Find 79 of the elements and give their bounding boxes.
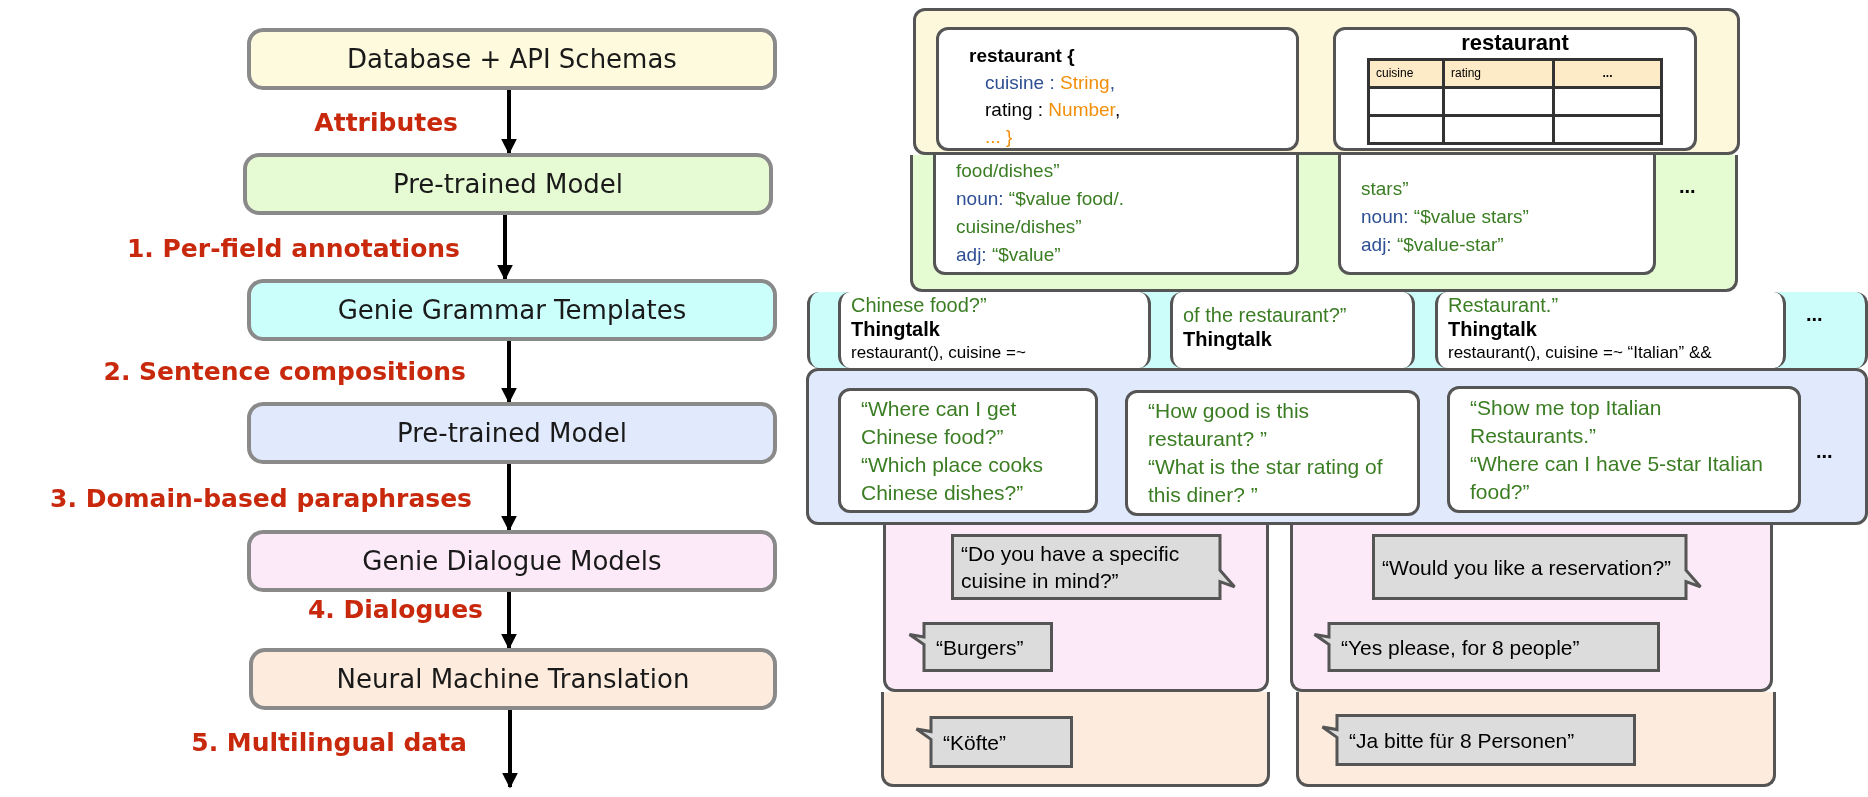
stacked-panel <box>883 525 1269 692</box>
column-header: rating <box>1445 61 1555 89</box>
annotation-line: adj: “$value” <box>956 243 1061 267</box>
stacked-panel <box>806 368 1868 525</box>
ellipsis: ... <box>1806 304 1823 324</box>
code-line: ... } <box>985 125 1013 149</box>
process-box: Pre-trained Model <box>247 402 777 464</box>
section-heading: Thingtalk <box>1183 327 1272 351</box>
annotation-line: adj: “$value-star” <box>1361 233 1504 257</box>
stacked-panel <box>910 155 1738 292</box>
ellipsis: ... <box>1679 176 1696 196</box>
edge-label: 2. Sentence compositions <box>103 356 466 388</box>
schema-card <box>936 27 1299 151</box>
paraphrase-text: “Where can I have 5-star Italian food?” <box>1470 450 1764 505</box>
speech-bubble <box>1372 534 1702 600</box>
code-line: restaurant { <box>969 44 1075 68</box>
code-line: restaurant(), cuisine =~ “Italian” && <box>1448 342 1712 364</box>
ellipsis: ... <box>1816 441 1833 461</box>
paraphrase-text: “Show me top Italian Restaurants.” <box>1470 394 1663 449</box>
example-card <box>838 292 1151 368</box>
code-line: cuisine : String, <box>985 71 1115 95</box>
speech-bubble <box>1321 714 1636 766</box>
edge-label: 4. Dialogues <box>307 594 483 626</box>
example-card <box>1170 292 1415 368</box>
table-card <box>1333 27 1697 151</box>
example-card <box>1435 292 1786 368</box>
code-line: restaurant(), cuisine =~ <box>851 342 1026 364</box>
section-heading: Thingtalk <box>851 317 940 341</box>
edge-label: Attributes <box>314 107 458 139</box>
paraphrase-text: “Which place cooks Chinese dishes?” <box>861 451 1045 506</box>
arrow <box>501 90 517 155</box>
paraphrase-text: “Where can I get Chinese food?” <box>861 395 1018 450</box>
process-box: Genie Dialogue Models <box>247 530 777 592</box>
edge-label: 1. Per-field annotations <box>126 233 460 265</box>
bubble-text: “Do you have a specific cuisine in mind?” <box>961 541 1181 594</box>
process-box: Pre-trained Model <box>243 153 773 215</box>
edge-label: 5. Multilingual data <box>191 727 467 759</box>
utterance-text: of the restaurant?” <box>1183 303 1347 327</box>
code-line: rating : Number, <box>985 98 1121 122</box>
arrow <box>502 710 518 789</box>
utterance-text: Restaurant.” <box>1448 293 1559 317</box>
arrow <box>501 592 517 650</box>
column-header: ... <box>1555 61 1663 89</box>
bubble-text: “Would you like a reservation?” <box>1382 554 1672 581</box>
column-header: cuisine <box>1370 61 1445 89</box>
annotation-line: stars” <box>1361 177 1409 201</box>
utterance-text: Chinese food?” <box>851 293 987 317</box>
annotation-line: noun: “$value food/. cuisine/dishes” <box>956 187 1125 239</box>
section-heading: Thingtalk <box>1448 317 1537 341</box>
annotation-card <box>1338 155 1656 275</box>
edge-label: 3. Domain-based paraphrases <box>50 483 472 515</box>
annotation-card <box>933 155 1299 275</box>
bubble-text: “Ja bitte für 8 Personen” <box>1349 727 1575 754</box>
arrow <box>501 464 517 532</box>
bubble-text: “Burgers” <box>936 634 1024 661</box>
arrow <box>501 341 517 404</box>
paraphrase-card <box>1125 390 1420 516</box>
stacked-panel <box>881 692 1270 787</box>
speech-bubble <box>915 716 1073 768</box>
annotation-line: food/dishes” <box>956 159 1060 183</box>
bubble-text: “Yes please, for 8 people” <box>1341 634 1580 661</box>
process-box: Genie Grammar Templates <box>247 279 777 341</box>
arrow <box>497 215 513 281</box>
paraphrase-card <box>838 388 1098 513</box>
stacked-panel <box>913 8 1740 155</box>
process-box: Neural Machine Translation <box>249 648 777 710</box>
speech-bubble <box>908 622 1053 672</box>
paraphrase-text: “What is the star rating of this diner? ” <box>1148 454 1384 508</box>
stacked-panel <box>807 292 1868 368</box>
annotation-line: noun: “$value stars” <box>1361 205 1529 229</box>
stacked-panel <box>1290 525 1773 692</box>
stacked-panel <box>1296 692 1776 787</box>
bubble-text: “Köfte” <box>943 729 1007 756</box>
paraphrase-card <box>1447 386 1801 513</box>
table-title: restaurant <box>1461 29 1569 57</box>
speech-bubble <box>1313 622 1660 672</box>
speech-bubble <box>951 534 1236 600</box>
paraphrase-text: “How good is this restaurant? ” <box>1148 398 1311 452</box>
process-box: Database + API Schemas <box>247 28 777 90</box>
